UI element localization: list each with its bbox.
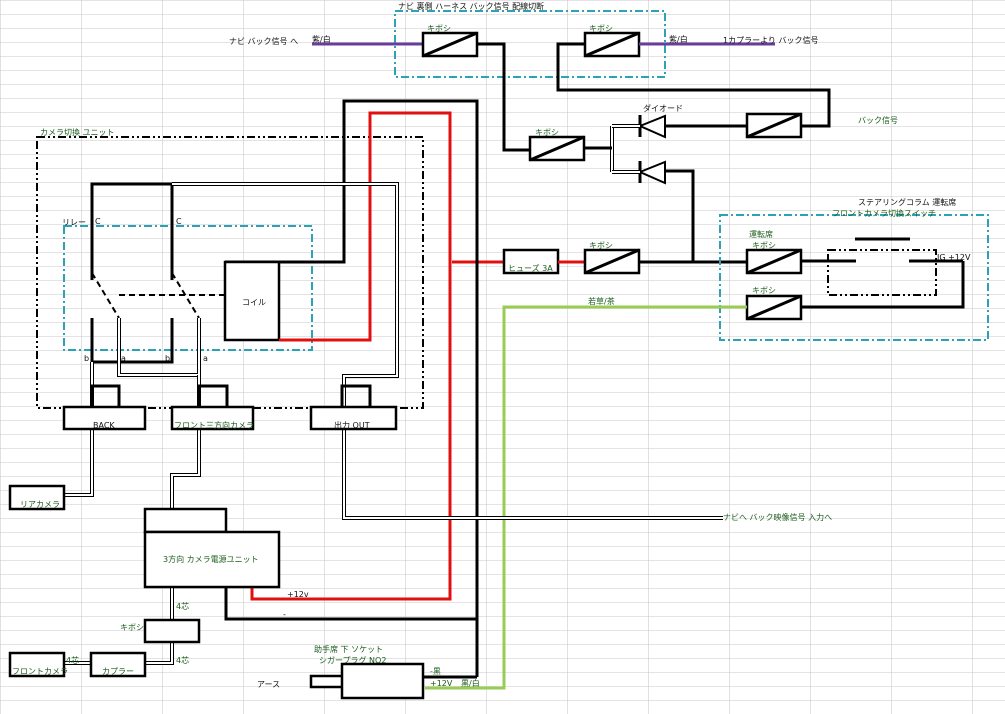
fuse-label: ヒューズ 3A: [508, 263, 553, 273]
diode-icon-2: [637, 160, 666, 185]
epoxy-connector-1: [421, 31, 479, 58]
socket-title: 助手席 下 ソケット: [314, 644, 383, 654]
video-signal-wires: [63, 182, 723, 665]
coupler-label: カプラー: [102, 667, 134, 676]
front-3way-port-label: フロント三方向カメラ: [174, 420, 254, 430]
contact-b-2: b: [165, 354, 170, 363]
steering-column-label: ステアリングコラム 運転席: [858, 197, 956, 207]
switch-body: [827, 249, 937, 296]
power-unit-box: [143, 530, 281, 589]
back-port: [62, 405, 147, 431]
four-core-label-2: 4芯: [176, 655, 189, 665]
minus-label: -: [283, 610, 286, 619]
driver-seat-label: 運転席: [749, 229, 773, 239]
contact-a-2: a: [203, 354, 208, 363]
front-camera-label: フロントカメラ: [12, 667, 68, 676]
plug-tip: [309, 674, 345, 689]
ground-wire: [224, 587, 477, 621]
epoxy-label-1: キボシ: [427, 24, 451, 33]
cigar-socket-box: [340, 662, 425, 700]
nav-back-signal-label: ナビ バック信号 へ: [229, 36, 298, 46]
nav-harness-boundary: [394, 10, 666, 78]
front-3way-port: [170, 405, 255, 431]
ground-label: アース: [257, 680, 280, 689]
purple-white-label-1: 紫/白: [312, 34, 331, 44]
epoxy-label-small: キボシ: [120, 623, 144, 632]
rear-camera-box: [8, 484, 66, 511]
contact-c-1: C: [95, 217, 101, 226]
epoxy-label-6: キボシ: [752, 286, 776, 295]
wire-epoxy1-down: [477, 42, 530, 152]
epoxy-label-3: キボシ: [535, 128, 559, 137]
four-core-label-3: 4芯: [66, 655, 79, 665]
front-camera-switch-label: フロントカメラ切換スイッチ: [832, 208, 936, 218]
green-wire: [425, 305, 747, 690]
epoxy-connector-6: [745, 294, 803, 321]
epoxy-connector-5: [745, 248, 803, 275]
contact-b-1: b: [84, 354, 89, 363]
black-main-wire: [225, 99, 479, 677]
four-core-label-1: 4芯: [176, 601, 189, 611]
diode-label: ダイオード: [643, 103, 683, 113]
power-unit-top: [143, 507, 228, 534]
green-wire-label: 若草/茶: [588, 296, 615, 306]
coupler-box: [89, 651, 147, 678]
cigar-plug-label: シガープラグ NO2: [319, 655, 386, 665]
rear-camera-label: リアカメラ: [20, 500, 60, 509]
minus-black-label: -黒: [430, 667, 441, 676]
from-coupler-label: 1カプラーより バック信号: [723, 35, 818, 45]
epoxy-label-5: キボシ: [752, 241, 776, 250]
contact-c-2: C: [176, 217, 182, 226]
plus12v-label: +12v: [287, 590, 309, 599]
back-signal-label: バック信号: [858, 115, 898, 125]
nav-harness-title: ナビ 裏側 ハーネス バック信号 配線切断: [398, 1, 544, 11]
epoxy-box-small: [143, 618, 201, 644]
coil-label: コイル: [242, 298, 266, 307]
black-white-label: 黒/白: [461, 678, 480, 688]
camera-switch-unit-boundary: [36, 136, 424, 409]
nav-video-input-label: ナビへ バック映像信号 入力へ: [723, 512, 832, 522]
epoxy-connector-2: [583, 31, 641, 58]
back-port-label: BACK: [93, 421, 115, 430]
diode-icon-1: [637, 114, 666, 139]
epoxy-label-2: キボシ: [589, 24, 613, 33]
epoxy-connector-3: [528, 135, 586, 162]
camera-switch-unit-label: カメラ切換 ユニット: [40, 127, 115, 137]
output-port-label: 出力 OUT: [334, 420, 370, 430]
epoxy-connector-4: [583, 248, 641, 275]
plus12v-socket-label: +12V: [430, 679, 453, 688]
ig-12v-label: IG +12V: [937, 253, 971, 262]
purple-white-label-2: 紫/白: [669, 34, 688, 44]
power-unit-label: 3方向 カメラ電源ユニット: [163, 554, 259, 564]
output-port: [309, 405, 398, 431]
wire-back-signal-loop: [556, 42, 831, 128]
contact-a-1: a: [121, 354, 126, 363]
epoxy-connector-back: [745, 112, 803, 139]
relay-label: リレー: [62, 218, 86, 227]
red-power-wire: [250, 111, 452, 601]
switch-boundary: [719, 214, 989, 341]
front-camera-box: [8, 651, 66, 678]
relay-boundary: [63, 225, 313, 351]
wire-diode2: [665, 169, 695, 262]
coil-box: [223, 260, 281, 342]
epoxy-label-4: キボシ: [589, 241, 613, 250]
